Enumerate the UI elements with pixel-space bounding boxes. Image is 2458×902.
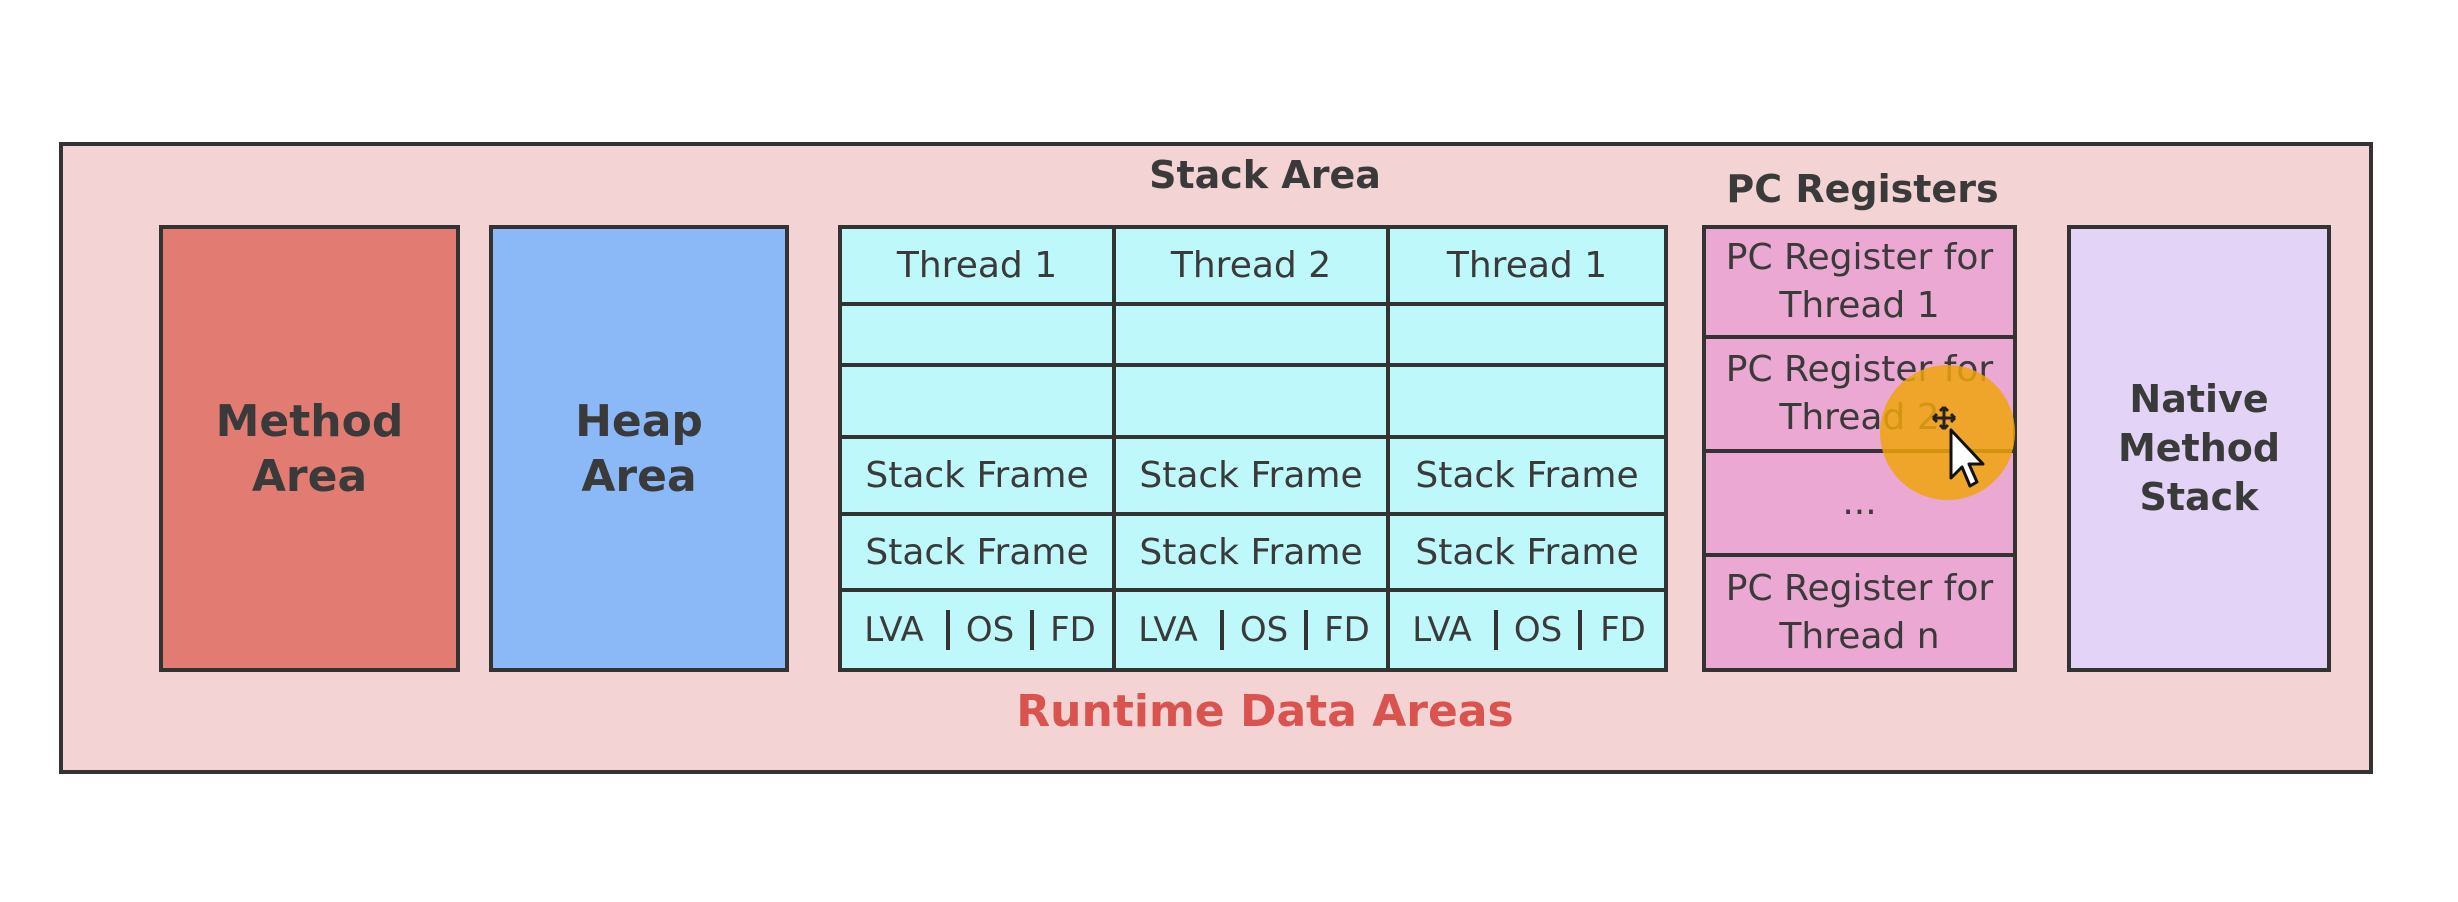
lva-cell: LVA [1390, 610, 1498, 650]
pc-register-item: ... [1706, 453, 2013, 557]
os-cell: OS [1498, 610, 1582, 650]
stack-frame-parts: LVA OS FD [842, 592, 1116, 668]
lva-cell: LVA [1116, 610, 1224, 650]
heap-area-box: Heap Area [489, 225, 789, 672]
fd-cell: FD [1600, 610, 1646, 650]
stack-thread-header: Thread 2 [1116, 229, 1390, 306]
method-area-box: Method Area [159, 225, 460, 672]
pc-register-item: PC Register for Thread n [1725, 567, 1994, 657]
fd-cell: FD [1050, 610, 1096, 650]
stack-frame: Stack Frame [1116, 439, 1390, 516]
stack-empty-slot [1390, 306, 1664, 367]
stack-area-title: Stack Area [1149, 153, 1381, 197]
native-method-stack-box: Native Method Stack [2067, 225, 2331, 672]
stack-empty-slot [842, 306, 1116, 367]
lva-cell: LVA [842, 610, 950, 650]
move-cursor-icon [1931, 405, 1957, 431]
stack-thread-header: Thread 1 [1390, 229, 1664, 306]
stack-frame: Stack Frame [842, 439, 1116, 516]
stack-area-box: Thread 1 Thread 2 Thread 1 Stack Frame S… [838, 225, 1668, 672]
stack-empty-slot [842, 367, 1116, 439]
stack-frame-parts: LVA OS FD [1116, 592, 1390, 668]
fd-cell: FD [1324, 610, 1370, 650]
runtime-data-areas-title: Runtime Data Areas [1016, 686, 1514, 737]
cursor-highlight [1880, 365, 2015, 500]
method-area-label: Method Area [215, 395, 404, 502]
stack-empty-slot [1116, 306, 1390, 367]
pc-register-item: PC Register for Thread 1 [1706, 229, 2013, 339]
pointer-cursor-icon [1931, 405, 1985, 488]
stack-frame: Stack Frame [1390, 439, 1664, 516]
stack-frame: Stack Frame [1116, 516, 1390, 592]
heap-area-label: Heap Area [575, 395, 703, 502]
stack-frame: Stack Frame [842, 516, 1116, 592]
stack-thread-header: Thread 1 [842, 229, 1116, 306]
stack-frame-parts: LVA OS FD [1390, 592, 1664, 668]
native-method-stack-label: Native Method Stack [2117, 377, 2281, 519]
pc-registers-box: PC Register for Thread 1 PC Register for… [1702, 225, 2017, 672]
stack-frame: Stack Frame [1390, 516, 1664, 592]
stack-empty-slot [1116, 367, 1390, 439]
os-cell: OS [1224, 610, 1308, 650]
stack-empty-slot [1390, 367, 1664, 439]
pc-registers-title: PC Registers [1726, 167, 1999, 211]
os-cell: OS [950, 610, 1034, 650]
